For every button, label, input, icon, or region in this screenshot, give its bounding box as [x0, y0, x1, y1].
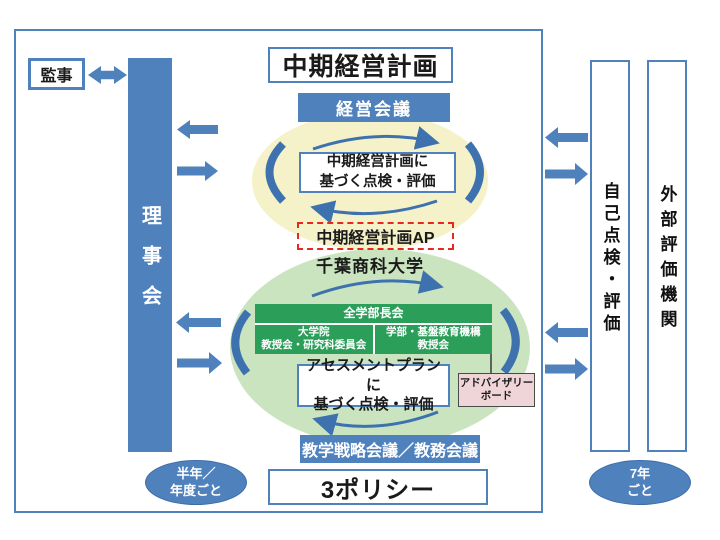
plan-check-label: 中期経営計画に 基づく点検・評価	[319, 154, 436, 190]
cycle-arc-bottom-icon	[310, 199, 438, 224]
external-org-label: 外部評価機関	[657, 185, 677, 335]
management-meeting-bar: 経営会議	[298, 93, 450, 122]
halfyear-cycle-badge: 半年／ 年度ごと	[145, 460, 247, 505]
double-arrow-icon	[88, 66, 127, 84]
academic-meeting-label: 教学戦略会議／教務会議	[301, 443, 478, 460]
board-label: 理事会	[138, 205, 161, 325]
assessment-label: アセスメントプランに 基づく点検・評価	[306, 357, 441, 414]
faculty-table-body: 大学院 教授会・研究科委員会 学部・基盤教育機構 教授会	[255, 325, 492, 354]
arrow-left-icon	[545, 322, 588, 343]
arrow-right-icon	[545, 163, 588, 185]
action-plan-label: 中期経営計画AP	[316, 230, 435, 247]
advisory-board-box: アドバイザリー ボード	[458, 373, 535, 407]
university-label: 千葉商科大学	[316, 257, 424, 276]
arrow-right-icon	[177, 352, 222, 374]
faculty-table: 全学部長会 大学院 教授会・研究科委員会 学部・基盤教育機構 教授会	[255, 304, 492, 354]
cycle-arc-bottom-icon	[312, 410, 439, 437]
arrow-left-icon	[545, 127, 588, 148]
management-meeting-label: 経営会議	[336, 100, 412, 119]
arrow-left-icon	[177, 120, 218, 139]
cycle-arc-right-icon	[499, 307, 520, 375]
plan-check-box: 中期経営計画に 基づく点検・評価	[299, 152, 456, 193]
self-check-label: 自己点検・評価	[600, 181, 620, 336]
auditor-label: 監事	[40, 68, 73, 85]
cycle-arc-right-icon	[464, 141, 484, 204]
assessment-box: アセスメントプランに 基づく点検・評価	[297, 357, 450, 413]
cycle-arc-left-icon	[231, 309, 252, 376]
arrow-right-icon	[177, 161, 218, 181]
auditor-box: 監事	[28, 58, 85, 90]
cycle-arc-top-icon	[311, 270, 444, 298]
academic-meeting-bar: 教学戦略会議／教務会議	[300, 435, 480, 463]
outer-frame	[14, 29, 543, 513]
action-plan-box: 中期経営計画AP	[297, 222, 454, 250]
arrow-left-icon	[176, 312, 221, 333]
board-bar: 理事会	[128, 58, 172, 452]
policy-label: 3ポリシー	[320, 476, 436, 504]
policy-box: 3ポリシー	[268, 469, 488, 505]
cycle-arc-top-icon	[312, 126, 440, 151]
graduate-cell: 大学院 教授会・研究科委員会	[255, 325, 373, 354]
cycle-arc-left-icon	[265, 141, 287, 204]
page-title: 中期経営計画	[282, 53, 439, 81]
faculty-table-header: 全学部長会	[255, 304, 492, 323]
undergraduate-cell: 学部・基盤教育機構 教授会	[374, 325, 492, 354]
arrow-right-icon	[545, 358, 588, 380]
self-check-bar: 自己点検・評価	[590, 60, 630, 452]
seven-year-cycle-badge: 7年 ごと	[589, 460, 691, 505]
external-org-bar: 外部評価機関	[647, 60, 687, 452]
midterm-plan-title-box: 中期経営計画	[268, 47, 453, 83]
